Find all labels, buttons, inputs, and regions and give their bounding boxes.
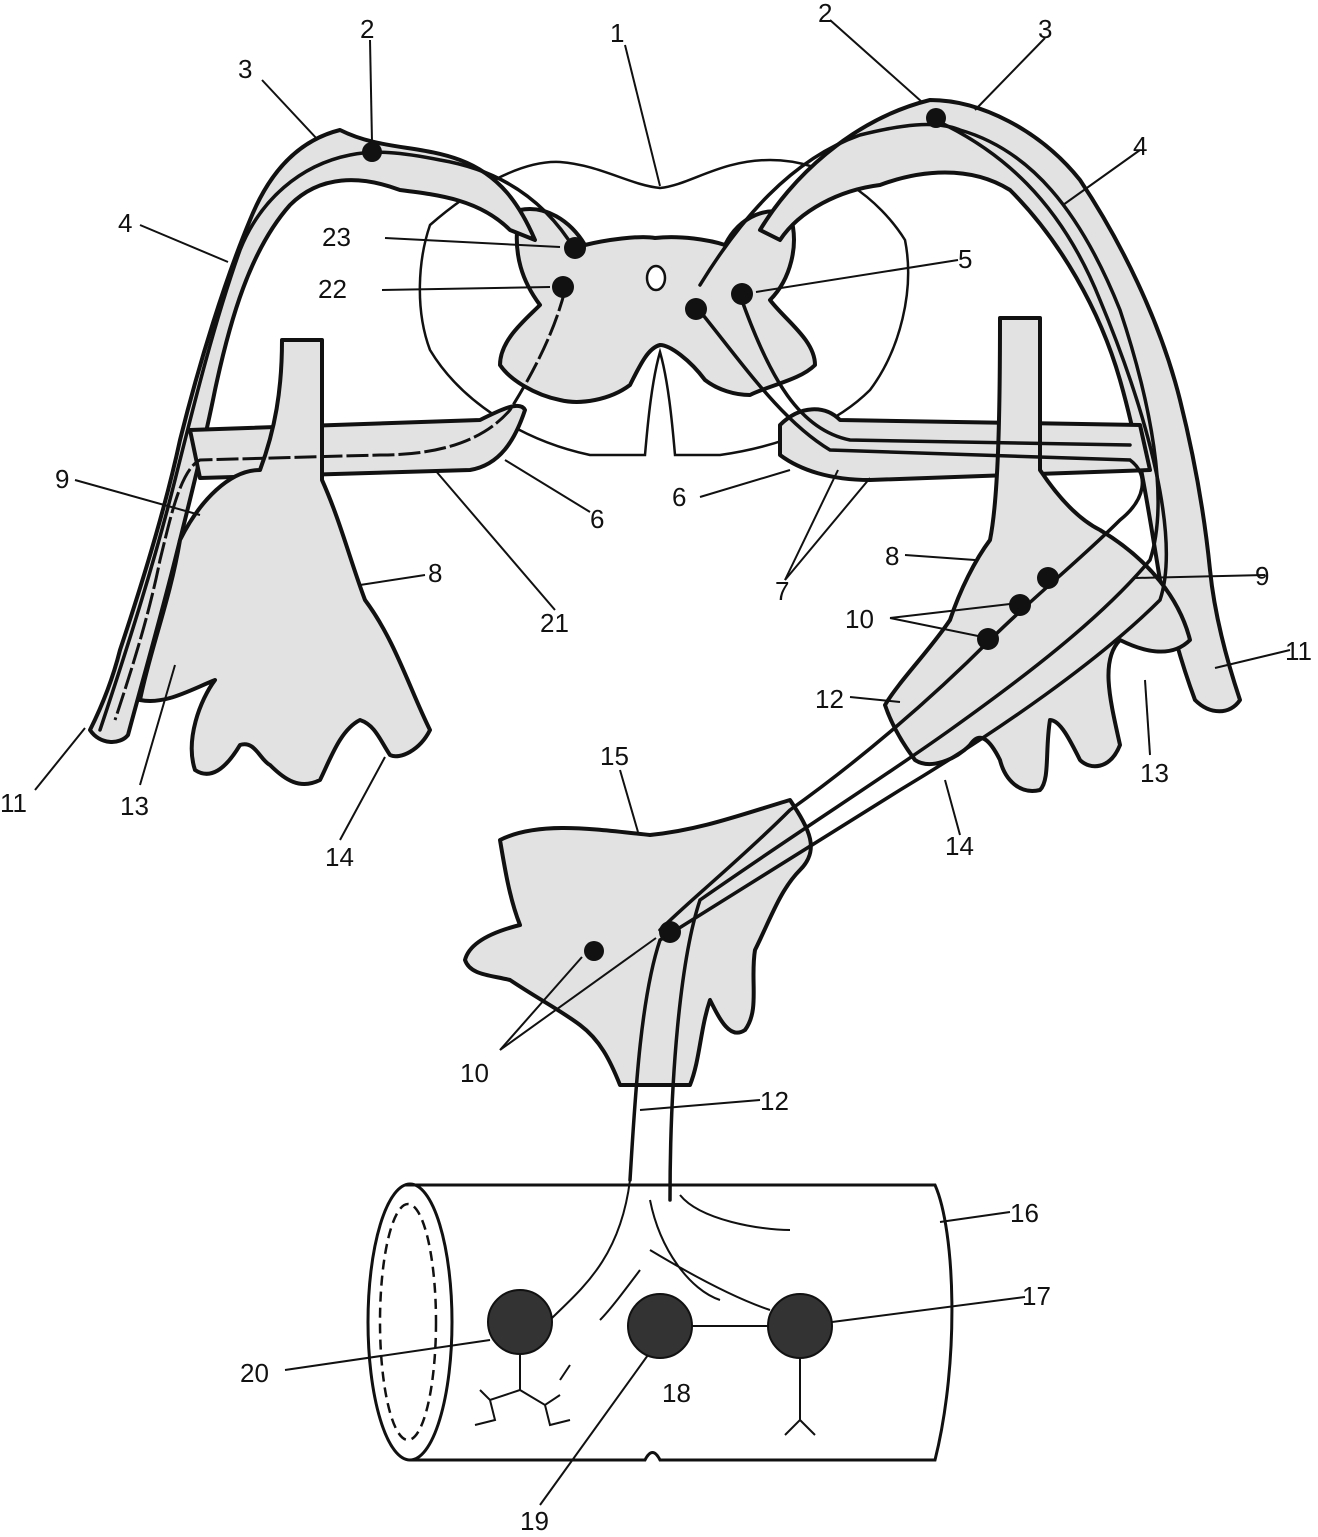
label-13-left: 13 — [120, 791, 149, 821]
label-14-left: 14 — [325, 842, 354, 872]
label-8-right: 8 — [885, 541, 899, 571]
label-9-right: 9 — [1255, 561, 1269, 591]
central-canal — [645, 264, 667, 292]
label-4-right: 4 — [1133, 131, 1147, 161]
label-19: 19 — [520, 1506, 549, 1532]
right-efferent-fiber — [658, 303, 1145, 932]
label-2-left: 2 — [360, 14, 374, 44]
label-13-right: 13 — [1140, 758, 1169, 788]
label-4-left: 4 — [118, 208, 132, 238]
intestine-lumen-inner — [378, 1202, 438, 1442]
right-sympathetic-trunk — [883, 316, 1192, 793]
right-spinal-nerve — [758, 98, 1242, 714]
neuron-lateral-horn — [685, 298, 707, 320]
label-12-lower: 12 — [760, 1086, 789, 1116]
label-9-left: 9 — [55, 464, 69, 494]
label-7: 7 — [775, 576, 789, 606]
neuron-23 — [564, 237, 586, 259]
label-23: 23 — [322, 222, 351, 252]
label-18: 18 — [662, 1378, 691, 1408]
ganglion-17-branch — [784, 1358, 816, 1436]
label-11-left: 11 — [0, 788, 27, 818]
intramural-ganglion-20 — [487, 1289, 553, 1355]
right-dorsal-ganglion-neuron — [926, 108, 946, 128]
label-10-right: 10 — [845, 604, 874, 634]
label-8-left: 8 — [428, 558, 442, 588]
label-10-lower: 10 — [460, 1058, 489, 1088]
prevertebral-neuron-b — [659, 921, 681, 943]
label-15: 15 — [600, 741, 629, 771]
sympathetic-neuron-c — [977, 628, 999, 650]
label-22: 22 — [318, 274, 347, 304]
ganglion-20-branches — [474, 1354, 571, 1427]
spinal-cord-grey-matter — [498, 207, 817, 404]
label-21: 21 — [540, 608, 569, 638]
left-sympathetic-trunk — [138, 338, 432, 786]
sympathetic-neuron-a — [1037, 567, 1059, 589]
left-spinal-nerve — [88, 128, 537, 744]
fibers-to-intestine — [549, 1179, 791, 1321]
label-16: 16 — [1010, 1198, 1039, 1228]
label-6-right: 6 — [672, 482, 686, 512]
sympathetic-neuron-b — [1009, 594, 1031, 616]
label-17: 17 — [1022, 1281, 1051, 1311]
right-afferent-fiber — [628, 118, 1169, 1182]
label-5: 5 — [958, 244, 972, 274]
left-ramus — [188, 403, 527, 480]
label-2-right: 2 — [818, 0, 832, 28]
intramural-ganglion-18 — [627, 1293, 693, 1359]
label-20: 20 — [240, 1358, 269, 1388]
label-3-left: 3 — [238, 54, 252, 84]
prevertebral-ganglion — [463, 798, 813, 1087]
left-myelinated-fiber — [113, 289, 567, 721]
intestine-opening — [366, 1182, 454, 1462]
left-arch-fiber — [98, 150, 577, 732]
label-1: 1 — [610, 18, 624, 48]
right-arch-fiber — [668, 122, 1160, 1202]
neuron-5 — [731, 283, 753, 305]
leader-lines — [34, 19, 1291, 1506]
intramural-ganglion-17 — [767, 1293, 833, 1359]
label-11-right: 11 — [1285, 636, 1312, 666]
label-12-right: 12 — [815, 684, 844, 714]
label-6-left: 6 — [590, 504, 604, 534]
neuron-22 — [552, 276, 574, 298]
label-14-right: 14 — [945, 831, 974, 861]
label-3-right: 3 — [1038, 14, 1052, 44]
prevertebral-neuron-a — [584, 941, 604, 961]
left-dorsal-ganglion-neuron — [362, 142, 382, 162]
